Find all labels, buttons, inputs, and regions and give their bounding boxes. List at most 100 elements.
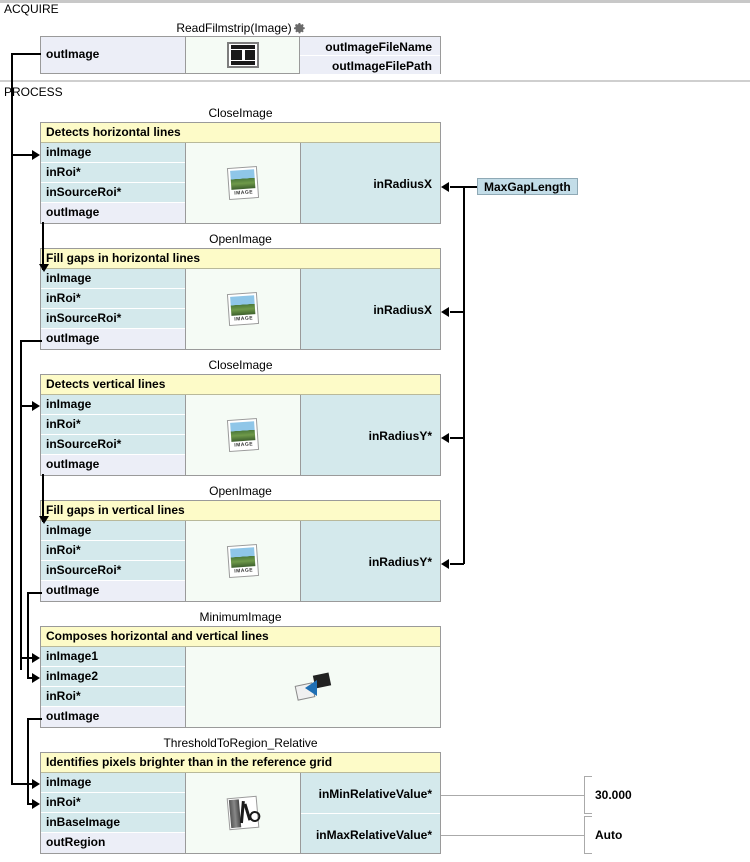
arrow-inradiusy-1: [441, 433, 449, 443]
block-minimumimage-icon-cell: [186, 647, 440, 727]
port-inradiusy[interactable]: inRadiusY*: [301, 521, 440, 601]
port-inimage[interactable]: inImage: [41, 773, 185, 793]
block-thresholdtoregion-relative[interactable]: Identifies pixels brighter than in the r…: [40, 752, 441, 854]
wire-to-minimumimage-inimage2: [27, 677, 33, 679]
port-outimage[interactable]: outImage: [41, 329, 185, 349]
bracket-max-relative-value: [584, 816, 592, 854]
port-outimage[interactable]: outImage: [41, 707, 185, 727]
threshold-icon: [226, 795, 261, 831]
block-readfilmstrip[interactable]: outImage outImageFileName outImageFilePa…: [40, 36, 441, 74]
block-openimage-vertical[interactable]: Fill gaps in vertical lines inImage inRo…: [40, 500, 441, 602]
value-min-relative[interactable]: 30.000: [595, 788, 632, 802]
port-outimage[interactable]: outImage: [41, 203, 185, 223]
filmstrip-icon: [226, 42, 259, 68]
minimum-image-icon: [294, 672, 332, 701]
port-inroi[interactable]: inRoi*: [41, 163, 185, 183]
wire-max-relative-value: [441, 835, 584, 836]
port-inminrelativevalue[interactable]: inMinRelativeValue*: [301, 773, 440, 813]
wire-openimage-v-rail: [27, 592, 29, 677]
port-outregion[interactable]: outRegion: [41, 833, 185, 853]
constant-maxgaplength[interactable]: MaxGapLength: [477, 178, 578, 195]
block-closeimage-v-right-ports: inRadiusY*: [300, 395, 440, 475]
block-description-thresholdtoregion: Identifies pixels brighter than in the r…: [41, 753, 440, 773]
arrow-openimage-v-in: [39, 516, 49, 524]
value-max-relative[interactable]: Auto: [595, 828, 623, 842]
arrow-thresholdtoregion-inimage: [32, 779, 40, 789]
block-openimage-h-right-ports: inRadiusX: [300, 269, 440, 349]
port-outimage[interactable]: outImage: [41, 455, 185, 475]
image-icon: IMAGE: [226, 543, 260, 579]
block-title-closeimage-h: CloseImage: [208, 106, 273, 120]
wire-to-minimumimage-inimage1: [20, 657, 33, 659]
block-openimage-v-right-ports: inRadiusY*: [300, 521, 440, 601]
port-inimage[interactable]: inImage: [41, 395, 185, 415]
section-label-process: PROCESS: [4, 85, 63, 99]
block-thresholdtoregion-icon-cell: [186, 773, 300, 853]
block-title-readfilmstrip: ReadFilmstrip(Image): [40, 21, 441, 37]
port-inimage2[interactable]: inImage2: [41, 667, 185, 687]
arrow-inradiusx-2: [441, 307, 449, 317]
port-inimage[interactable]: inImage: [41, 269, 185, 289]
wire-left-rail-extension: [11, 154, 13, 783]
block-openimage-h-icon-cell: IMAGE: [186, 269, 300, 349]
wire-minimumimage-out: [27, 718, 42, 720]
block-readfilmstrip-right-ports: outImageFileName outImageFilePath: [300, 37, 440, 74]
block-description-closeimage-h: Detects horizontal lines: [41, 123, 440, 143]
port-inroi[interactable]: inRoi*: [41, 541, 185, 561]
wire-closeimage-v-to-openimage-v: [42, 474, 44, 522]
block-readfilmstrip-icon-cell: [186, 37, 300, 73]
port-inimage[interactable]: inImage: [41, 143, 185, 163]
port-insourceroi[interactable]: inSourceRoi*: [41, 309, 185, 329]
block-openimage-horizontal[interactable]: Fill gaps in horizontal lines inImage in…: [40, 248, 441, 350]
wire-to-thresholdtoregion-inbaseimage: [27, 803, 33, 805]
port-inroi[interactable]: inRoi*: [41, 793, 185, 813]
port-inimage[interactable]: inImage: [41, 521, 185, 541]
port-outimage[interactable]: outImage: [41, 581, 185, 601]
port-insourceroi[interactable]: inSourceRoi*: [41, 561, 185, 581]
block-openimage-v-icon-cell: IMAGE: [186, 521, 300, 601]
block-closeimage-horizontal[interactable]: Detects horizontal lines inImage inRoi* …: [40, 122, 441, 224]
port-inradiusx[interactable]: inRadiusX: [301, 269, 440, 349]
block-description-openimage-h: Fill gaps in horizontal lines: [41, 249, 440, 269]
block-thresholdtoregion-left-ports: inImage inRoi* inBaseImage outRegion: [41, 773, 186, 853]
block-closeimage-vertical[interactable]: Detects vertical lines inImage inRoi* in…: [40, 374, 441, 476]
arrow-inradiusx-1: [441, 182, 449, 192]
wire-to-inradiusx-1: [450, 186, 464, 188]
block-description-closeimage-v: Detects vertical lines: [41, 375, 440, 395]
wire-to-closeimage-v-in: [20, 405, 33, 407]
bracket-min-relative-value: [584, 776, 592, 814]
wire-closeimage-h-to-openimage-h: [42, 222, 44, 270]
block-thresholdtoregion-right-ports: inMinRelativeValue* inMaxRelativeValue*: [300, 773, 440, 853]
port-outimage[interactable]: outImage: [41, 37, 185, 73]
wire-maxgaplength-stub: [463, 186, 477, 188]
arrow-minimumimage-inimage2: [32, 673, 40, 683]
wire-minimumimage-rail: [27, 718, 29, 803]
arrow-thresholdtoregion-inbaseimage: [32, 799, 40, 809]
block-closeimage-v-left-ports: inImage inRoi* inSourceRoi* outImage: [41, 395, 186, 475]
port-outimagefilename[interactable]: outImageFileName: [300, 37, 440, 56]
port-inradiusx[interactable]: inRadiusX: [301, 143, 440, 223]
wire-to-inradiusx-2: [450, 311, 464, 313]
port-inroi[interactable]: inRoi*: [41, 415, 185, 435]
port-inroi[interactable]: inRoi*: [41, 289, 185, 309]
port-inradiusy[interactable]: inRadiusY*: [301, 395, 440, 475]
gear-icon[interactable]: [293, 23, 305, 37]
port-outimagefilepath[interactable]: outImageFilePath: [300, 56, 440, 74]
block-minimumimage[interactable]: Composes horizontal and vertical lines i…: [40, 626, 441, 728]
arrow-closeimage-h-in: [32, 150, 40, 160]
wire-to-thresholdtoregion-inimage: [11, 783, 33, 785]
port-inimage1[interactable]: inImage1: [41, 647, 185, 667]
port-insourceroi[interactable]: inSourceRoi*: [41, 183, 185, 203]
block-title-openimage-h: OpenImage: [209, 232, 272, 246]
block-title-openimage-v: OpenImage: [209, 484, 272, 498]
block-openimage-v-left-ports: inImage inRoi* inSourceRoi* outImage: [41, 521, 186, 601]
block-closeimage-h-icon-cell: IMAGE: [186, 143, 300, 223]
port-inbaseimage[interactable]: inBaseImage: [41, 813, 185, 833]
wire-left-rail-main: [11, 53, 13, 155]
image-icon: IMAGE: [226, 165, 260, 201]
port-insourceroi[interactable]: inSourceRoi*: [41, 435, 185, 455]
port-inroi[interactable]: inRoi*: [41, 687, 185, 707]
port-inmaxrelativevalue[interactable]: inMaxRelativeValue*: [301, 813, 440, 853]
block-description-openimage-v: Fill gaps in vertical lines: [41, 501, 440, 521]
wire-maxgaplength-rail: [463, 186, 465, 564]
